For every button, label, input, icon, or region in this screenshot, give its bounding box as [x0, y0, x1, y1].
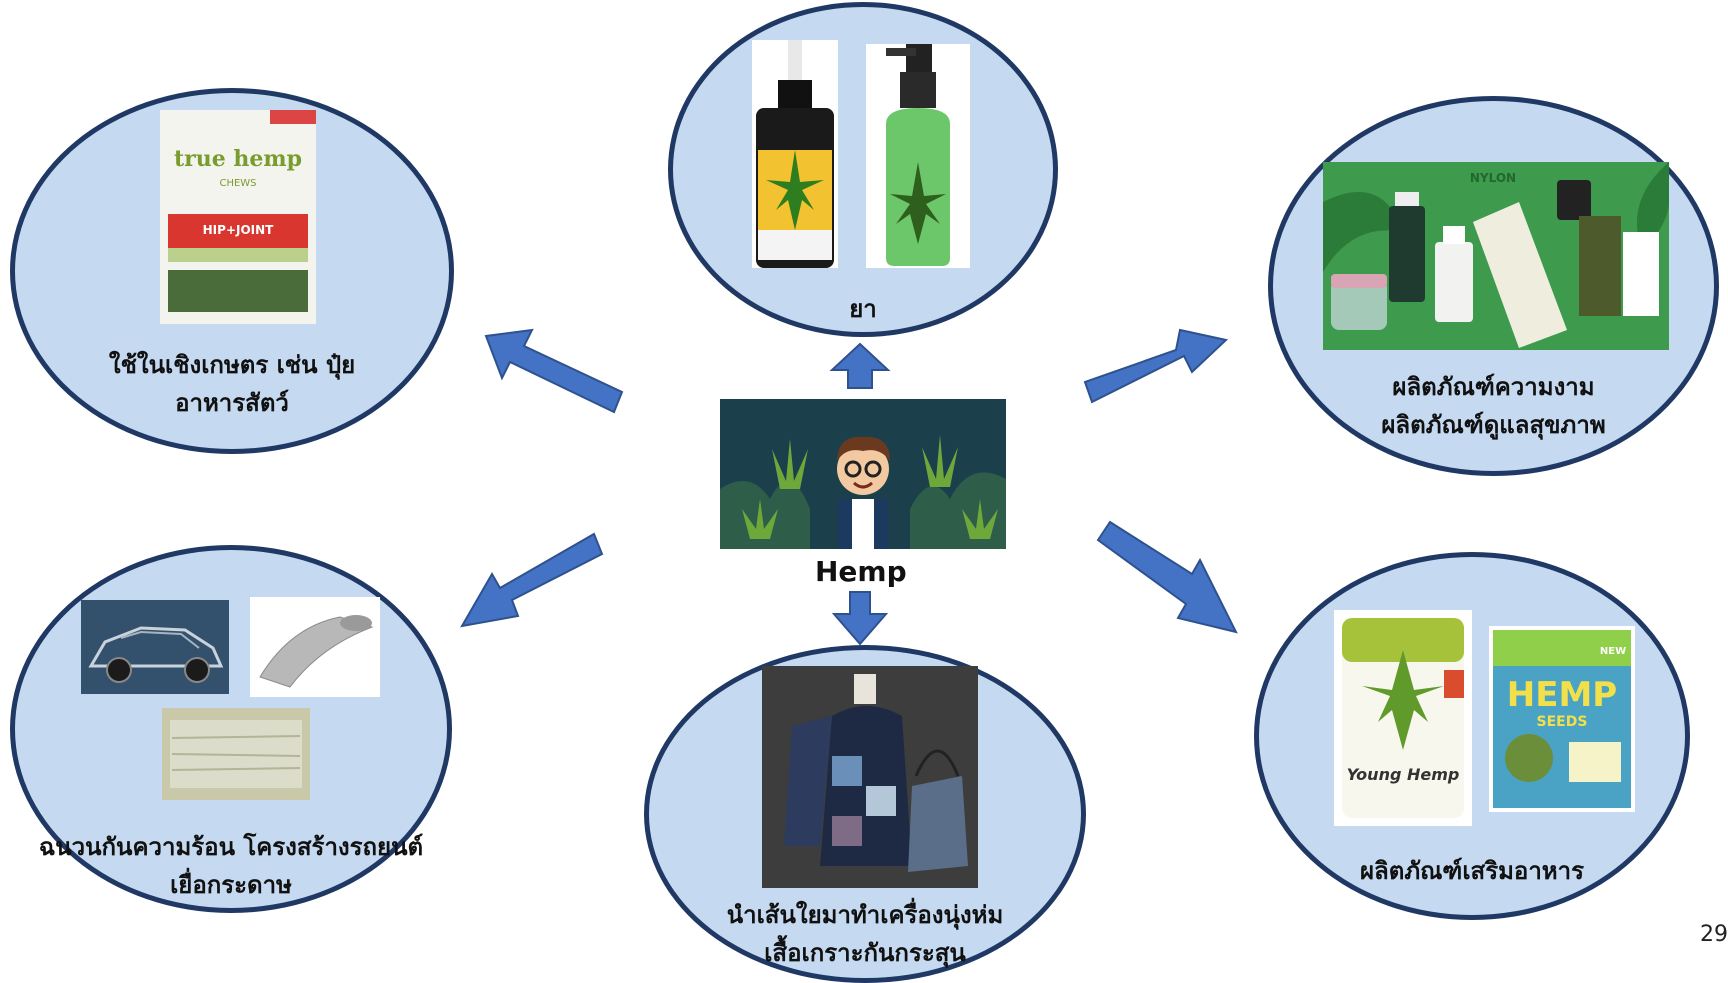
- agriculture-truehemp-package-image: true hemp CHEWS HIP+JOINT: [160, 110, 316, 324]
- node-textile-line1: นำเส้นใยมาทำเครื่องนุ่งห่ม: [726, 901, 1004, 929]
- node-agriculture-label: ใช้ในเชิงเกษตร เช่น ปุ๋ย อาหารสัตว์: [10, 346, 454, 422]
- node-medicine-ellipse: [668, 2, 1058, 337]
- insulation-foil-roll-image: [250, 597, 380, 697]
- node-beauty-line1: ผลิตภัณฑ์ความงาม: [1392, 373, 1595, 401]
- nylon-text: NYLON: [1470, 171, 1516, 185]
- node-food-text: ผลิตภัณฑ์เสริมอาหาร: [1359, 857, 1584, 885]
- arrow-to-textile: [831, 591, 889, 646]
- node-textile-label: นำเส้นใยมาทำเครื่องนุ่งห่ม เสื้อเกราะกัน…: [644, 896, 1086, 972]
- new-badge-text: NEW: [1600, 646, 1626, 657]
- arrow-to-food: [1096, 520, 1238, 634]
- insulation-block-image: [162, 708, 310, 800]
- node-insulation-line2: เยื่อกระดาษ: [170, 871, 292, 899]
- truehemp-band-text: HIP+JOINT: [203, 223, 275, 237]
- page-number: 29: [1700, 922, 1728, 947]
- node-textile-line2: เสื้อเกราะกันกระสุน: [764, 939, 966, 967]
- center-title: Hemp: [815, 555, 907, 588]
- arrow-to-insulation: [460, 532, 604, 628]
- younghemp-text: Young Hemp: [1347, 765, 1460, 784]
- node-beauty-line2: ผลิตภัณฑ์ดูแลสุขภาพ: [1381, 411, 1606, 439]
- truehemp-brand-text: true hemp: [174, 146, 302, 172]
- hemp-character-image: [720, 399, 1006, 549]
- node-agriculture-line2: อาหารสัตว์: [175, 389, 289, 417]
- node-medicine-text: ยา: [849, 295, 877, 323]
- hempseeds-text: HEMP: [1507, 675, 1617, 715]
- node-food-label: ผลิตภัณฑ์เสริมอาหาร: [1254, 852, 1690, 890]
- hemp-seeds-package-image: NEW HEMP SEEDS: [1489, 626, 1635, 812]
- car-frame-image: [81, 600, 229, 694]
- node-beauty-label: ผลิตภัณฑ์ความงาม ผลิตภัณฑ์ดูแลสุขภาพ: [1268, 368, 1719, 444]
- hemp-jacket-image: [762, 666, 978, 888]
- medicine-spray-bottle-image: [866, 44, 970, 268]
- arrow-to-medicine: [829, 342, 891, 389]
- node-medicine-label: ยา: [668, 290, 1058, 328]
- beauty-products-image: NYLON: [1323, 162, 1669, 350]
- young-hemp-powder-image: Young Hemp: [1334, 610, 1472, 826]
- medicine-dropper-bottle-image: [752, 40, 838, 268]
- node-agriculture-line1: ใช้ในเชิงเกษตร เช่น ปุ๋ย: [108, 351, 356, 379]
- arrow-to-beauty: [1083, 328, 1229, 404]
- node-insulation-label: ฉนวนกันความร้อน โครงสร้างรถยนต์ เยื่อกระ…: [10, 828, 452, 904]
- seeds-text: SEEDS: [1537, 714, 1588, 730]
- arrow-to-agriculture: [484, 328, 624, 414]
- truehemp-sub-text: CHEWS: [219, 178, 256, 189]
- node-insulation-line1: ฉนวนกันความร้อน โครงสร้างรถยนต์: [38, 833, 424, 861]
